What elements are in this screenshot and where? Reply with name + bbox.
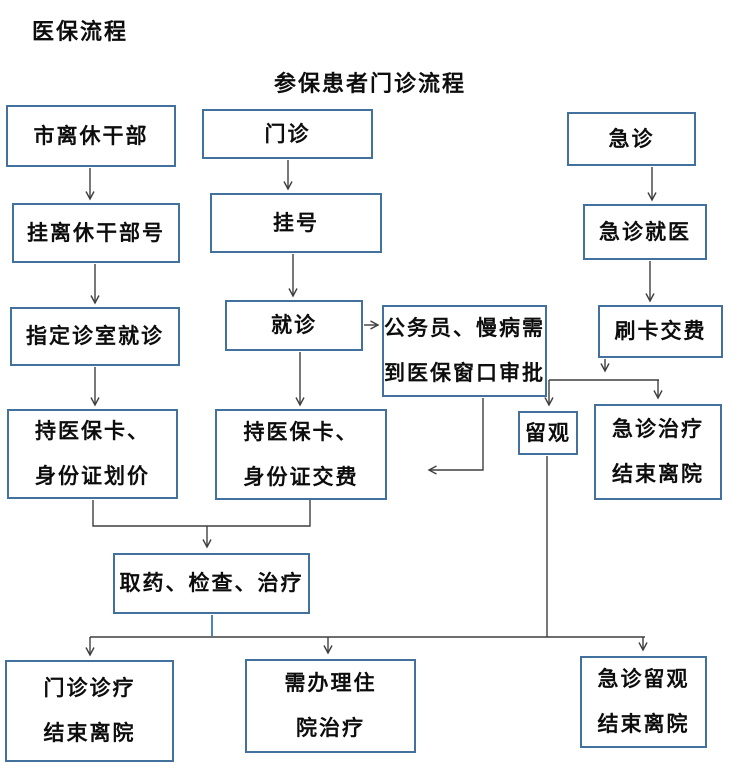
node-designated-clinic-visit: 指定诊室就诊 — [10, 307, 180, 366]
node-register: 挂号 — [210, 193, 382, 253]
node-emergency-treatment-discharge: 急诊治疗 结束离院 — [594, 404, 722, 500]
connector-merge-bracket — [92, 500, 311, 527]
node-city-retired-cadre: 市离休干部 — [6, 105, 176, 167]
node-emergency-observation-discharge: 急诊留观 结束离院 — [580, 656, 707, 748]
node-register-retired-cadre-number: 挂离休干部号 — [12, 203, 180, 263]
node-card-id-payment: 持医保卡、 身份证交费 — [215, 409, 387, 500]
node-consultation: 就诊 — [225, 300, 363, 351]
arrow-civil-servant-back — [427, 398, 484, 475]
node-medicine-exam-treatment: 取药、检查、治疗 — [113, 553, 310, 614]
node-hospitalization-treatment: 需办理住 院治疗 — [245, 659, 416, 753]
node-observation: 留观 — [518, 411, 578, 455]
flow-subtitle: 参保患者门诊流程 — [273, 72, 466, 97]
node-emergency: 急诊 — [567, 112, 696, 166]
page-title: 医保流程 — [32, 20, 129, 45]
node-civil-servant-approval: 公务员、慢病需 到医保窗口审批 — [382, 305, 547, 397]
node-emergency-visit: 急诊就医 — [583, 204, 707, 260]
node-outpatient-treatment-discharge: 门诊诊疗 结束离院 — [5, 660, 174, 762]
node-outpatient: 门诊 — [202, 109, 373, 159]
node-swipe-card-payment: 刷卡交费 — [598, 305, 723, 358]
node-card-id-pricing: 持医保卡、 身份证划价 — [7, 409, 178, 499]
